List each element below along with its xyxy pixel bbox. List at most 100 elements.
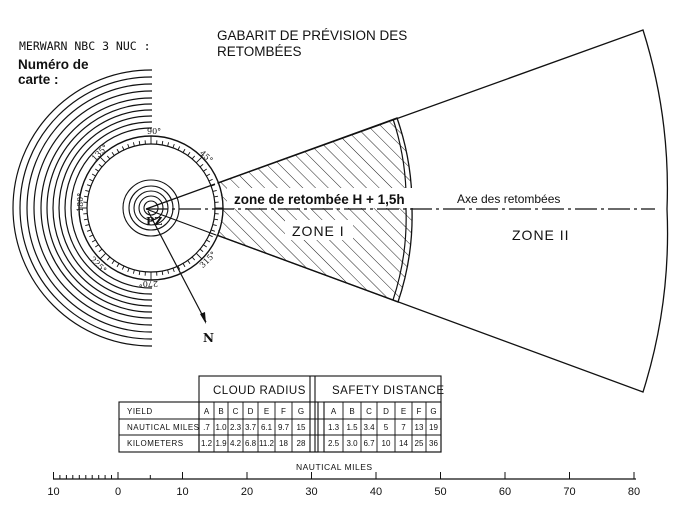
safety-distance-cell: 1.3 [328, 423, 340, 432]
zone-1-upper-edge [145, 183, 216, 210]
protractor-tick [111, 152, 115, 156]
cloud-radius-cell: 4.2 [230, 439, 242, 448]
range-arc [46, 103, 152, 313]
cloud-radius-cell: 28 [297, 439, 306, 448]
range-arc [19, 76, 152, 340]
protractor-tick [182, 263, 186, 268]
protractor-tick [138, 140, 141, 146]
safety-distance-cell: C [366, 407, 372, 416]
protractor-tick [132, 142, 135, 147]
cloud-radius-cell: E [264, 407, 269, 416]
protractor-tick [199, 163, 204, 168]
protractor-tick [111, 260, 115, 264]
north-arrow-line [147, 210, 207, 323]
cloud-radius-cell: 1.9 [215, 439, 227, 448]
cloud-radius-header: CLOUD RADIUS [213, 385, 306, 397]
scale-label: 50 [434, 486, 446, 498]
angle-label-180: 180° [76, 193, 85, 212]
protractor-tick [210, 184, 216, 187]
cloud-radius-cell: 2.3 [230, 423, 242, 432]
protractor-tick [195, 156, 203, 164]
protractor-tick [206, 239, 211, 243]
protractor-tick [91, 239, 96, 243]
range-arc [40, 97, 152, 319]
protractor-tick [95, 168, 99, 172]
safety-distance-cell: 36 [429, 439, 438, 448]
protractor-tick [195, 252, 203, 260]
cloud-radius-cell: G [298, 407, 304, 416]
range-arc [64, 121, 152, 295]
protractor-tick [208, 178, 213, 182]
protractor-tick [177, 146, 181, 151]
protractor-tick [86, 184, 92, 187]
table-row-label: NAUTICAL MILES [127, 423, 200, 432]
safety-distance-cell: 6.7 [363, 439, 375, 448]
protractor-tick [187, 152, 191, 156]
protractor-tick [116, 148, 120, 153]
cloud-radius-cell: 1.0 [215, 423, 227, 432]
cloud-radius-cell: A [204, 407, 210, 416]
pz-label: PZ [146, 215, 162, 228]
scale-label: 80 [628, 486, 640, 498]
card-number-label: Numéro de [18, 57, 89, 72]
protractor-tick [86, 229, 92, 232]
table-row-label: YIELD [127, 407, 153, 416]
protractor-tick [213, 218, 219, 221]
protractor-tick [98, 248, 103, 253]
angle-label-270: 270° [139, 279, 158, 288]
yield-table [118, 375, 442, 453]
zone-1-lower-edge [145, 208, 217, 236]
protractor-tick [116, 263, 120, 268]
protractor-tick [213, 195, 219, 198]
card-number-label-2: carte : [18, 72, 59, 87]
scale-label: 40 [370, 486, 382, 498]
scale-label: 30 [305, 486, 317, 498]
protractor-tick [177, 265, 181, 270]
scale-ticks [53, 472, 635, 479]
angle-label-90: 90° [147, 127, 161, 136]
protractor-tick [99, 156, 107, 164]
safety-distance-cell: B [349, 407, 354, 416]
protractor-tick [83, 218, 89, 221]
north-label: N [203, 331, 214, 345]
cloud-radius-cell: 9.7 [278, 423, 290, 432]
cloud-radius-cell: B [218, 407, 223, 416]
protractor-tick [203, 168, 207, 172]
yield-table-columns [213, 402, 427, 452]
cloud-radius-circles [122, 179, 180, 237]
template-title-2: RETOMBÉES [217, 44, 302, 59]
protractor-tick [106, 256, 111, 261]
cloud-radius-cell: 6.8 [245, 439, 257, 448]
protractor-tick [182, 148, 186, 153]
cloud-radius-cell: 1.2 [201, 439, 213, 448]
protractor-tick [121, 146, 125, 151]
protractor-tick [161, 140, 164, 146]
scale-label: 60 [499, 486, 511, 498]
protractor-tick [167, 269, 170, 274]
safety-distance-cell: 2.5 [328, 439, 340, 448]
range-arc [58, 115, 152, 301]
safety-distance-cell: 3.0 [346, 439, 358, 448]
table-row-label: KILOMETERS [127, 439, 184, 448]
protractor-tick [91, 173, 96, 177]
range-arcs [12, 69, 152, 347]
protractor-tick [212, 189, 217, 192]
protractor-tick [89, 234, 94, 238]
protractor-tick [167, 142, 170, 147]
protractor-tick [191, 256, 196, 261]
range-arc [52, 109, 152, 307]
cloud-radius-cell: 15 [297, 423, 306, 432]
protractor-tick [83, 195, 89, 198]
safety-distance-cell: 7 [401, 423, 406, 432]
cloud-radius-cell: .7 [203, 423, 210, 432]
protractor-tick [121, 265, 125, 270]
protractor-tick [99, 252, 107, 260]
north-arrow-head [200, 312, 206, 324]
range-arc [12, 69, 152, 347]
zone-1-label: ZONE I [292, 223, 345, 239]
safety-distance-cell: 14 [399, 439, 408, 448]
protractor-tick [95, 244, 99, 248]
protractor-ticks [79, 136, 223, 280]
